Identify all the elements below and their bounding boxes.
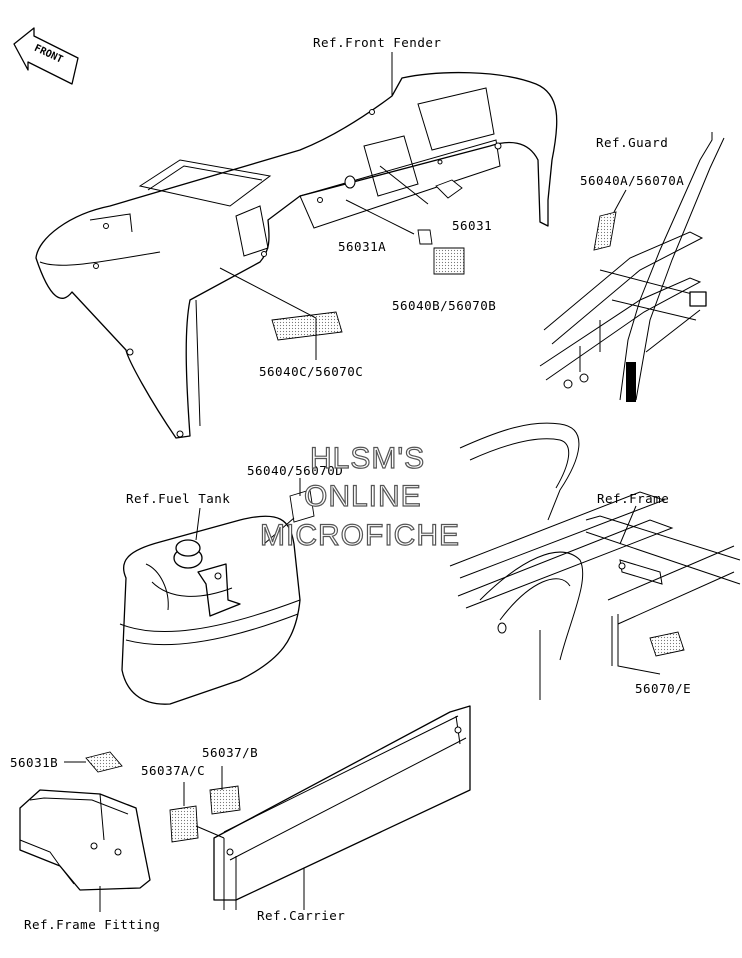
label-ref-fuel-tank: Ref.Fuel Tank — [126, 491, 230, 506]
watermark-line-3: MICROFICHE — [260, 519, 460, 552]
fuel-tank-drawing — [119, 515, 301, 705]
decal-56031B — [85, 751, 123, 773]
leader-56040D-tank — [263, 517, 295, 545]
label-56070E: 56070/E — [635, 681, 691, 696]
leader-56070E — [617, 614, 661, 675]
decal-56031A — [417, 229, 433, 245]
frame-fitting-drawing — [19, 789, 151, 891]
label-56031B: 56031B — [10, 755, 58, 770]
label-56031A: 56031A — [338, 239, 386, 254]
carrier-drawing — [213, 705, 471, 910]
label-56031: 56031 — [452, 218, 492, 233]
label-56040B-56070B: 56040B/56070B — [392, 298, 496, 313]
decal-56037AC — [169, 805, 199, 843]
label-ref-frame-fitting: Ref.Frame Fitting — [24, 917, 160, 932]
leader-56031 — [379, 165, 429, 205]
label-56040C-56070C: 56040C/56070C — [259, 364, 363, 379]
frame-drawing — [449, 422, 741, 700]
label-56037B: 56037/B — [202, 745, 258, 760]
guard-drawing — [539, 132, 725, 402]
label-ref-frame: Ref.Frame — [597, 491, 669, 506]
watermark-line-2: ONLINE — [304, 480, 422, 513]
decal-56031 — [435, 179, 463, 199]
label-56037AC: 56037A/C — [141, 763, 205, 778]
label-56040-56070D: 56040/56070D — [247, 463, 343, 478]
leader-56031A — [345, 199, 415, 235]
leader-56040A — [613, 189, 627, 213]
leader-ref-frame — [619, 505, 637, 545]
front-arrow-icon: FRONT — [13, 27, 79, 85]
label-56040A-56070A: 56040A/56070A — [580, 173, 684, 188]
label-ref-front-fender: Ref.Front Fender — [313, 35, 441, 50]
leader-56040C — [219, 267, 317, 360]
decal-56040D — [289, 489, 315, 523]
decal-56040A — [593, 211, 617, 251]
label-ref-carrier: Ref.Carrier — [257, 908, 345, 923]
leader-ref-fuel-tank — [195, 507, 201, 541]
decal-56070E — [649, 631, 685, 657]
watermark-line-1: HLSM'S — [310, 442, 425, 475]
label-ref-guard: Ref.Guard — [596, 135, 668, 150]
front-fender-drawing — [35, 71, 558, 439]
decal-56040C — [271, 311, 343, 341]
decal-56037B — [209, 785, 241, 815]
decal-56040B — [433, 247, 465, 275]
leader-carrier-decal — [195, 825, 225, 839]
